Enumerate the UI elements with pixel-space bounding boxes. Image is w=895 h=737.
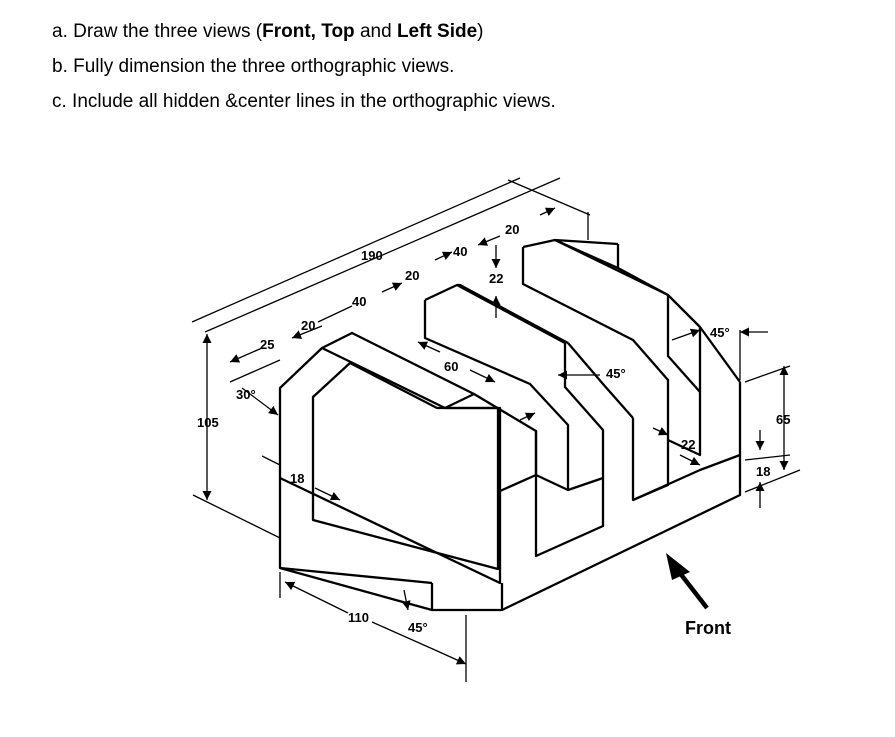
dim-65: 65 xyxy=(776,412,790,427)
front-label: Front xyxy=(685,618,731,638)
base-right-bottom xyxy=(501,382,742,612)
dimension-lines xyxy=(191,177,801,682)
dim-45b: 45° xyxy=(710,325,730,340)
instruction-a-left: Left Side xyxy=(396,21,478,42)
dim-18b: 18 xyxy=(756,464,770,479)
instruction-b: b. Fully dimension the three orthographi… xyxy=(52,56,455,77)
dim-190-line xyxy=(204,177,561,333)
dim-40b: 40 xyxy=(352,294,366,309)
dim-25: 25 xyxy=(260,337,274,352)
instruction-a-and: and xyxy=(354,21,397,42)
dim-105: 105 xyxy=(197,415,219,430)
dim-60: 60 xyxy=(444,359,458,374)
middle-rib-slope xyxy=(567,342,634,419)
middle-rib-top xyxy=(457,283,569,345)
dim-40a: 40 xyxy=(453,244,467,259)
base-left-edge xyxy=(279,566,433,585)
instruction-a-front: Front, xyxy=(262,21,316,42)
dim-20a: 20 xyxy=(405,268,419,283)
slot-inner-2 xyxy=(535,473,569,492)
dim-22b: 22 xyxy=(681,437,695,452)
dim-190: 190 xyxy=(361,248,383,263)
dim-30deg: 30° xyxy=(236,387,256,402)
dim-110: 110 xyxy=(348,610,369,625)
front-direction-arrow xyxy=(666,553,709,610)
rear-rib-front xyxy=(521,238,702,457)
dim-20c: 20 xyxy=(505,222,519,237)
left-block-top-edge xyxy=(321,331,476,410)
instruction-a: a. Draw the three views (Front, Top and … xyxy=(52,18,556,53)
instructions: a. Draw the three views (Front, Top and … xyxy=(52,18,556,123)
instruction-a-suffix: ) xyxy=(477,21,484,42)
instruction-a-prefix: a. Draw the three views ( xyxy=(52,21,263,42)
slot-inner xyxy=(534,431,605,558)
rear-rib-top-cap xyxy=(554,238,619,246)
middle-rib-front xyxy=(423,283,605,492)
slot2-bottom xyxy=(632,453,741,502)
dim-45a: 45° xyxy=(606,366,626,381)
instruction-a-top: Top xyxy=(321,21,355,42)
dim-45c: 45° xyxy=(408,620,428,635)
object-outline xyxy=(278,238,742,612)
dim-20b: 20 xyxy=(301,318,315,333)
instruction-c: c. Include all hidden &center lines in t… xyxy=(52,91,556,112)
dim-22a: 22 xyxy=(489,271,503,286)
dim-18a: 18 xyxy=(290,471,304,486)
